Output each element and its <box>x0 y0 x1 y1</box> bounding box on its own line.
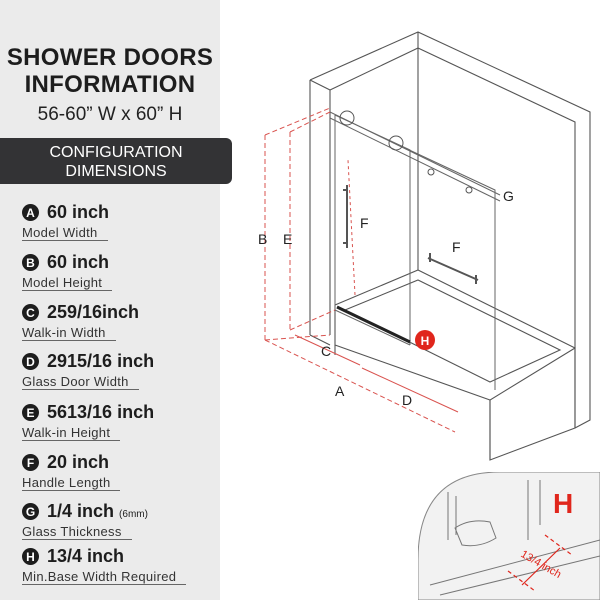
inset-drawing <box>429 480 600 596</box>
spec-label: Glass Door Width <box>22 374 139 390</box>
badge-d: D <box>22 353 39 370</box>
config-line-1: CONFIGURATION <box>49 144 183 161</box>
spec-value-note: (6mm) <box>119 509 148 520</box>
alcove-walls <box>309 31 591 461</box>
spec-value: 60 inch <box>47 202 110 222</box>
spec-value: 2915/16 inch <box>47 351 155 371</box>
h-marker <box>415 330 435 350</box>
spec-e: E 5613/16 inch Walk-in Height <box>22 402 212 442</box>
spec-value: 259/16inch <box>47 302 140 322</box>
inset-h-label: H <box>553 488 574 519</box>
bottom-track <box>336 305 411 344</box>
stopper-1 <box>427 168 435 176</box>
spec-g: G 1/4 inch (6mm) Glass Thickness <box>22 501 212 541</box>
config-line-2: DIMENSIONS <box>65 163 167 180</box>
badge-e: E <box>22 404 39 421</box>
spec-value: 13/4 inch <box>47 546 125 566</box>
spec-label: Handle Length <box>22 475 121 491</box>
spec-h: H 13/4 inch Min.Base Width Required <box>22 546 212 586</box>
badge-b: B <box>22 254 39 271</box>
spec-label: Walk-in Height <box>22 425 121 441</box>
spec-d: D 2915/16 inch Glass Door Width <box>22 351 212 391</box>
badge-c: C <box>22 304 39 321</box>
label-d: D <box>402 392 412 408</box>
specs-panel: SHOWER DOORS INFORMATION 56-60” W x 60” … <box>0 0 220 600</box>
label-b: B <box>258 231 267 247</box>
door-handle <box>343 185 348 248</box>
spec-label: Walk-in Width <box>22 325 116 341</box>
spec-value: 60 inch <box>47 252 110 272</box>
inset-dimension <box>507 534 573 592</box>
spec-a: A 60 inch Model Width <box>22 202 212 242</box>
roller-2 <box>388 135 404 151</box>
dimension-lines <box>264 107 459 433</box>
spec-value: 1/4 inch (6mm) <box>47 501 148 522</box>
inset-bubble <box>418 472 600 600</box>
label-f-bar: F <box>452 239 461 255</box>
page-title: SHOWER DOORS INFORMATION <box>0 44 220 98</box>
spec-c: C 259/16inch Walk-in Width <box>22 302 212 342</box>
label-g: G <box>503 188 514 204</box>
badge-f: F <box>22 454 39 471</box>
spec-value: 5613/16 inch <box>47 402 155 422</box>
badge-g: G <box>22 503 39 520</box>
spec-label: Min.Base Width Required <box>22 569 187 585</box>
spec-label: Glass Thickness <box>22 524 132 540</box>
size-subtitle: 56-60” W x 60” H <box>37 104 183 125</box>
spec-value-main: 1/4 inch <box>47 501 115 521</box>
spec-f: F 20 inch Handle Length <box>22 452 212 492</box>
spec-label: Model Width <box>22 225 108 241</box>
spec-value: 20 inch <box>47 452 110 472</box>
title-line-1: SHOWER DOORS <box>6 44 214 71</box>
spec-label: Model Height <box>22 275 113 291</box>
label-c: C <box>321 343 331 359</box>
base-detail-inset: 13/4 inch <box>418 472 600 600</box>
towel-bar <box>427 253 479 284</box>
badge-h: H <box>22 548 39 565</box>
config-dimensions-banner: CONFIGURATION DIMENSIONS <box>0 138 232 184</box>
h-marker-label: H <box>421 334 430 348</box>
stopper-2 <box>465 186 473 194</box>
label-a: A <box>335 383 345 399</box>
spec-b: B 60 inch Model Height <box>22 252 212 292</box>
label-f-handle: F <box>360 215 369 231</box>
shower-door-diagram: B E F F G C A D H <box>258 31 591 461</box>
glass-panels <box>329 111 501 390</box>
title-line-2: INFORMATION <box>24 71 196 98</box>
label-e: E <box>283 231 292 247</box>
badge-a: A <box>22 204 39 221</box>
diagram-labels: B E F F G C A D <box>258 188 514 408</box>
roller-1 <box>339 110 355 126</box>
